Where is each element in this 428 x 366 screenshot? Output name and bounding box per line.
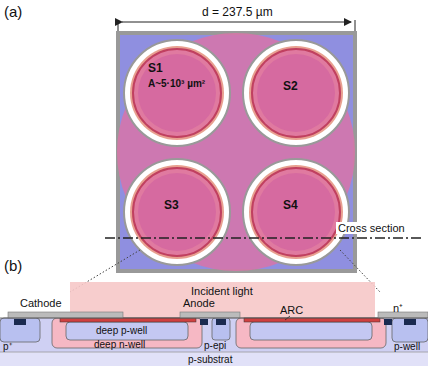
segment-name: S3: [164, 199, 179, 212]
detector-segment: S4: [283, 199, 298, 212]
doping-label: n⁺: [393, 302, 403, 314]
layer-label: deep n-well: [94, 339, 145, 350]
segment-name: S4: [283, 199, 298, 212]
detector-segment: S2: [283, 80, 298, 93]
layer-label: p-epi: [204, 340, 226, 351]
area-label: A~5·10³ µm²: [148, 78, 205, 89]
light-label: Incident light: [191, 285, 253, 297]
segment-name: S1: [148, 62, 205, 75]
layer-label: deep p-well: [96, 325, 147, 336]
layer-label: p-well: [394, 341, 420, 352]
electrode-label: Cathode: [20, 297, 62, 309]
section-label: Cross section: [336, 222, 407, 234]
layer-label: ARC: [280, 304, 303, 316]
segment-name: S2: [283, 80, 298, 93]
doping-label: p⁺: [3, 341, 12, 352]
detector-segment: S3: [164, 199, 179, 212]
panel-label: (a): [4, 4, 22, 21]
panel-label: (b): [4, 258, 22, 275]
dimension-label: d = 237.5 µm: [200, 6, 275, 19]
detector-segment: S1A~5·10³ µm²: [148, 62, 205, 89]
layer-label: p-substrat: [188, 354, 232, 365]
electrode-label: Anode: [183, 297, 215, 309]
